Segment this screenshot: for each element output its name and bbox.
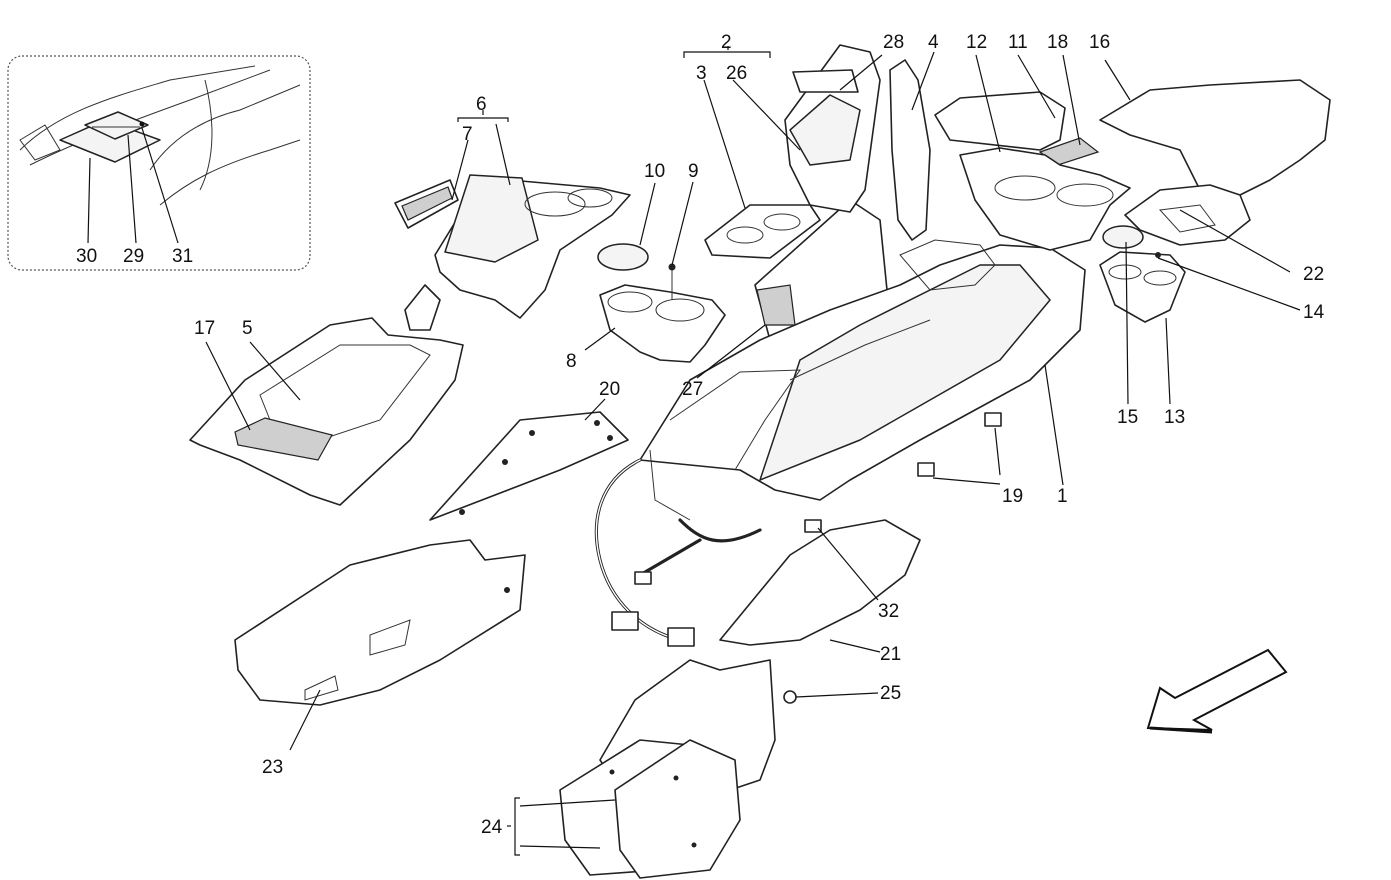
part-cupholder-left [597,243,726,363]
callout-12: 12 [966,32,987,53]
callout-16: 16 [1089,32,1110,53]
callout-labels: 1 2 3 4 5 6 7 8 9 10 11 12 13 14 15 16 1… [76,32,1325,838]
direction-arrow-icon [1146,648,1288,734]
callout-14: 14 [1303,302,1325,323]
callout-19: 19 [1002,486,1023,507]
callout-9: 9 [688,161,699,182]
part-grommet-25 [783,690,797,704]
inset-detail [7,55,311,271]
callout-5: 5 [242,318,253,339]
part-cup-plate [704,204,821,259]
part-rear-panels-24 [559,659,776,879]
callout-31: 31 [172,246,193,267]
callout-17: 17 [194,318,215,339]
part-armrest-lid [754,44,931,346]
callout-1: 1 [1057,486,1068,507]
callout-21: 21 [880,644,901,665]
callout-7: 7 [462,124,473,145]
part-rear-armrest [934,91,1131,251]
callout-26: 26 [726,63,747,84]
part-side-panel-20 [429,411,629,521]
part-left-carpet-23 [234,539,526,706]
part-front-trim [189,317,464,506]
callout-11: 11 [1008,32,1028,53]
part-main-console [594,239,1086,647]
callout-24: 24 [481,817,503,838]
callout-10: 10 [644,161,665,182]
callout-32: 32 [878,601,899,622]
callout-18: 18 [1047,32,1068,53]
callout-6: 6 [476,94,487,115]
callout-13: 13 [1164,407,1185,428]
leader-lines [205,46,1301,856]
part-rear-cover [1099,79,1331,246]
callout-23: 23 [262,757,283,778]
part-clips-19 [917,412,1002,477]
callout-22: 22 [1303,264,1324,285]
callout-3: 3 [696,63,707,84]
callout-30: 30 [76,246,97,267]
callout-28: 28 [883,32,904,53]
callout-15: 15 [1117,407,1138,428]
callout-27: 27 [682,379,703,400]
callout-25: 25 [880,683,901,704]
callout-2: 2 [721,32,732,53]
callout-8: 8 [566,351,577,372]
callout-20: 20 [599,379,620,400]
part-shift-boot-tray [394,174,631,331]
callout-29: 29 [123,246,144,267]
part-cupholder-right [1099,225,1186,323]
callout-4: 4 [928,32,939,53]
part-side-carpet-21 [719,519,921,646]
